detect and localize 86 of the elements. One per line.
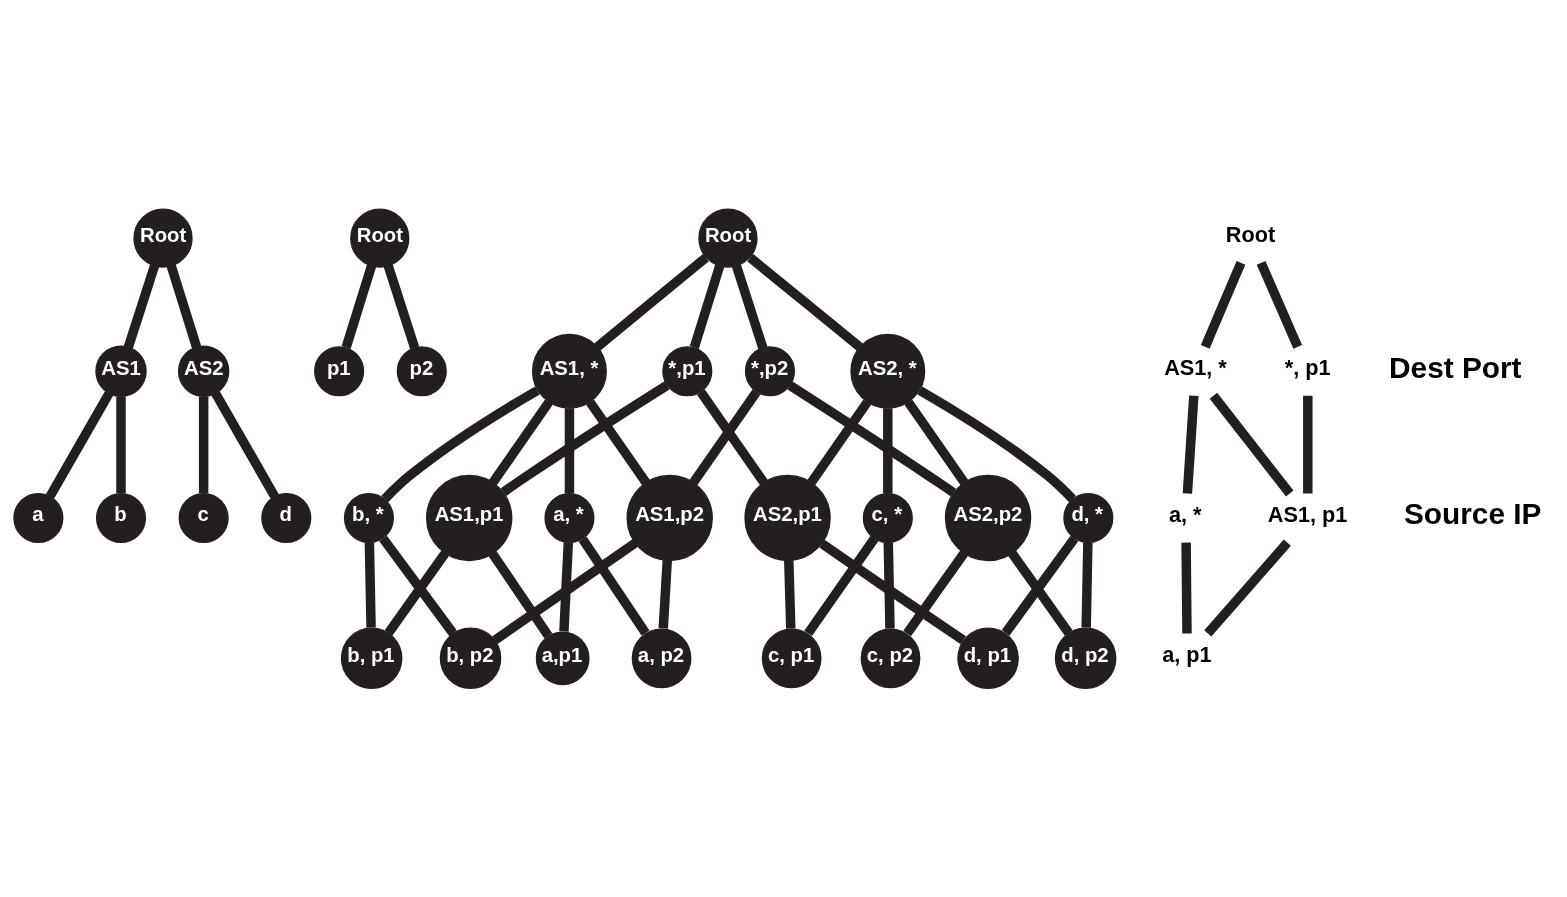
connector (1204, 539, 1291, 637)
node-circle: b, p2 (439, 626, 502, 689)
connector (1181, 542, 1192, 633)
connector (578, 535, 650, 636)
node-circle: *,p2 (744, 345, 795, 396)
node-circle: a, p2 (631, 627, 692, 688)
connector (819, 539, 966, 644)
node-circle: AS1, * (531, 333, 607, 409)
node-text: AS1, p1 (1267, 501, 1348, 527)
connector (1008, 549, 1073, 636)
connector (116, 395, 126, 493)
node-circle: AS1,p1 (425, 474, 513, 561)
connector (166, 263, 202, 349)
connector (787, 381, 957, 497)
node-circle: d (261, 492, 312, 543)
node-circle: d, p1 (957, 626, 1019, 689)
node-text: AS1, * (1164, 354, 1227, 380)
node-text: Root (1225, 221, 1276, 247)
connector (488, 398, 553, 485)
connector (1001, 535, 1079, 636)
connector (904, 398, 969, 485)
connector (492, 538, 639, 644)
node-circle: a,p1 (535, 630, 590, 685)
connector (1303, 395, 1313, 494)
connector (696, 388, 768, 485)
node-circle: *,p1 (662, 345, 713, 396)
node-circle: c, * (862, 492, 913, 543)
node-circle: c, p2 (860, 627, 921, 688)
node-circle: b (95, 492, 147, 543)
label: Dest Port (1389, 349, 1522, 383)
node-circle: AS2,p2 (944, 474, 1032, 561)
node-circle: d, p2 (1054, 626, 1117, 689)
connector (731, 263, 768, 349)
connector (883, 407, 893, 494)
connector (45, 390, 114, 499)
connector (500, 380, 670, 496)
connector (488, 550, 553, 638)
connector (211, 390, 279, 499)
connector (1182, 394, 1199, 494)
connector (384, 549, 450, 636)
node-circle: AS1 (95, 345, 147, 397)
connector (689, 263, 725, 349)
label: Source IP (1403, 496, 1542, 530)
node-circle: b, p1 (340, 626, 403, 689)
connector (123, 263, 160, 349)
connector (586, 398, 650, 485)
connector (559, 541, 574, 632)
node-circle: AS2, * (850, 333, 926, 409)
node-circle: AS2,p1 (744, 474, 831, 561)
connector (379, 535, 457, 636)
node-circle: a, * (544, 492, 595, 543)
node-circle: d, * (1063, 492, 1114, 543)
connector (804, 535, 879, 636)
node-circle: a (13, 492, 64, 543)
node-circle: c (178, 492, 229, 543)
connector (689, 388, 761, 485)
connector (807, 398, 872, 485)
node-circle: Root (698, 207, 758, 268)
connector (917, 385, 1076, 502)
connector (1081, 542, 1093, 628)
node-circle: Root (350, 207, 410, 268)
connector (784, 559, 796, 629)
node-circle: c, p1 (761, 627, 822, 688)
connector (594, 253, 709, 351)
connector (341, 263, 377, 349)
connector (1200, 260, 1246, 349)
connector (658, 559, 673, 629)
connector (903, 549, 969, 636)
node-circle: p1 (314, 345, 365, 396)
connector (1209, 392, 1294, 496)
node-circle: b, * (343, 492, 394, 543)
node-circle: AS1,p2 (626, 474, 713, 561)
node-circle: p2 (396, 345, 447, 396)
node-circle: Root (133, 207, 193, 268)
connector (883, 542, 895, 629)
node-circle: AS2 (177, 345, 230, 397)
connector (381, 385, 540, 502)
connector (383, 263, 420, 349)
connector (364, 542, 376, 628)
node-text: a, p1 (1162, 641, 1212, 667)
connector (564, 407, 575, 494)
node-text: a, * (1168, 501, 1202, 527)
connector (1256, 260, 1303, 349)
connector (198, 395, 209, 493)
connector (747, 253, 863, 351)
node-text: *, p1 (1284, 354, 1331, 380)
